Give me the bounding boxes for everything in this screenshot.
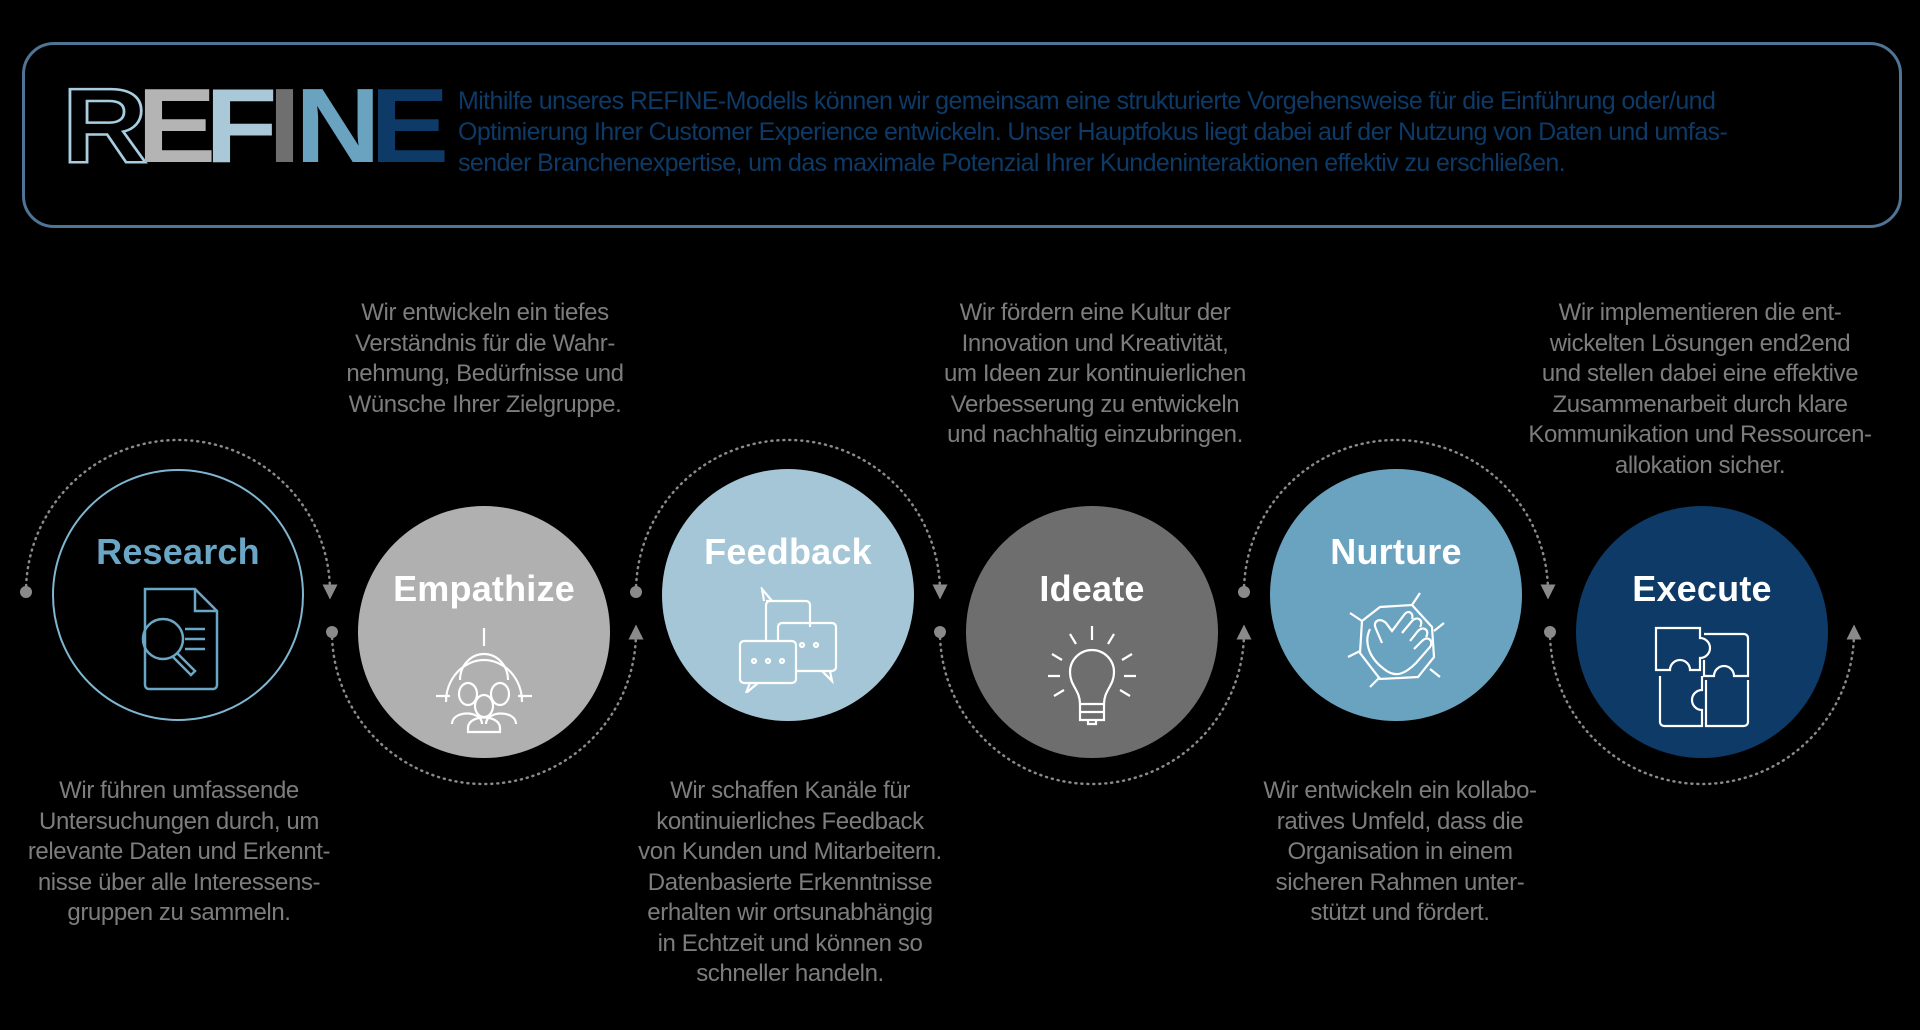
intro-line: Optimierung Ihrer Customer Experience en…: [458, 118, 1728, 146]
description-line: in Echtzeit und können so: [657, 929, 923, 957]
logo-letter-n: N: [295, 67, 381, 185]
description-line: Zusammenarbeit durch klare: [1552, 390, 1848, 418]
description-line: von Kunden und Mitarbeitern.: [638, 838, 942, 865]
intro-box: [22, 42, 1902, 228]
description-line: um Ideen zur kontinuierlichen: [944, 360, 1246, 387]
logo-letter-i: I: [268, 67, 301, 185]
connector-dot: [326, 626, 338, 638]
description-line: wickelten Lösungen end2end: [1549, 329, 1851, 357]
description-nurture: Wir entwickeln ein kollabo- ratives Umfe…: [1218, 776, 1582, 929]
connector-arc-execute: [1548, 624, 1862, 786]
step-empathize: Empathize: [358, 506, 610, 758]
description-line: Wir entwickeln ein tiefes: [361, 299, 609, 326]
description-line: Kommunikation und Ressourcen-: [1528, 421, 1872, 448]
puzzle-icon: [1650, 624, 1754, 733]
description-execute: Wir implementieren die ent- wickelten Lö…: [1500, 298, 1900, 481]
description-line: und stellen dabei eine effektive: [1541, 360, 1859, 387]
intro-line: sender Branchenexpertise, um das maximal…: [458, 149, 1566, 177]
description-research: Wir führen umfassende Untersuchungen dur…: [0, 776, 358, 929]
logo-letter-f: F: [205, 67, 278, 185]
description-line: schneller handeln.: [696, 960, 884, 987]
connector-dot: [1544, 626, 1556, 638]
step-feedback: Feedback: [662, 469, 914, 721]
description-line: und nachhaltig einzubringen.: [947, 421, 1243, 448]
chat-bubbles-icon: [736, 585, 840, 698]
description-feedback: Wir schaffen Kanäle für kontinuierliches…: [600, 776, 980, 990]
connector-arc-ideate: [938, 624, 1252, 786]
step-label: Research: [96, 531, 260, 572]
description-ideate: Wir fördern eine Kultur der Innovation u…: [905, 298, 1285, 451]
description-line: Wir schaffen Kanäle für: [670, 777, 910, 804]
description-line: erhalten wir ortsunabhängig: [647, 899, 933, 926]
description-line: sicheren Rahmen unter-: [1275, 868, 1525, 896]
description-line: Wir entwickeln ein kollabo-: [1263, 777, 1537, 804]
description-line: Organisation in einem: [1287, 838, 1513, 865]
description-line: Wir fördern eine Kultur der: [959, 299, 1231, 326]
connector-dot: [1238, 586, 1250, 598]
connector-arc-research: [24, 438, 338, 600]
description-line: ratives Umfeld, dass die: [1276, 807, 1524, 835]
connector-arc-nurture: [1242, 438, 1556, 600]
step-research: Research: [52, 469, 304, 721]
intro-line: Mithilfe unseres REFINE-Modells können w…: [458, 87, 1716, 115]
description-line: nehmung, Bedürfnisse und: [346, 360, 624, 387]
connector-dot: [20, 586, 32, 598]
description-line: relevante Daten und Erkennt-: [27, 838, 331, 865]
description-line: Wir führen umfassende: [59, 777, 299, 804]
description-line: Datenbasierte Erkenntnisse: [647, 868, 933, 896]
description-line: stützt und fördert.: [1310, 899, 1490, 926]
description-line: Untersuchungen durch, um: [39, 807, 319, 835]
description-line: Verständnis für die Wahr-: [355, 329, 615, 357]
step-label: Feedback: [704, 531, 872, 572]
description-line: nisse über alle Interessens-: [37, 868, 321, 896]
connector-dot: [630, 586, 642, 598]
lightbulb-icon: [1046, 624, 1138, 739]
refine-logo: R E F I N E: [61, 67, 450, 185]
logo-letter-e1: E: [136, 67, 216, 185]
target-group-icon: [432, 624, 536, 739]
step-nurture: Nurture: [1270, 469, 1522, 721]
step-label: Ideate: [1039, 568, 1145, 609]
logo-letter-e2: E: [370, 67, 449, 185]
step-ideate: Ideate: [966, 506, 1218, 758]
description-line: kontinuierliches Feedback: [656, 807, 924, 835]
intro-text: Mithilfe unseres REFINE-Modells können w…: [458, 86, 1878, 179]
step-label: Empathize: [393, 568, 575, 609]
connector-arc-empathize: [330, 624, 644, 786]
description-line: Wir implementieren die ent-: [1558, 299, 1842, 326]
description-empathize: Wir entwickeln ein tiefes Verständnis fü…: [310, 298, 660, 420]
description-line: Verbesserung zu entwickeln: [950, 390, 1240, 418]
description-line: Innovation und Kreativität,: [961, 329, 1229, 357]
step-label: Execute: [1632, 568, 1772, 609]
description-line: gruppen zu sammeln.: [67, 899, 291, 926]
connector-dot: [934, 626, 946, 638]
step-label: Nurture: [1330, 531, 1462, 572]
step-execute: Execute: [1576, 506, 1828, 758]
description-line: Wünsche Ihrer Zielgruppe.: [348, 390, 622, 418]
description-line: allokation sicher.: [1614, 451, 1786, 479]
document-search-icon: [133, 587, 223, 696]
logo-letter-r: R: [61, 67, 150, 185]
stacked-hands-icon: [1340, 587, 1452, 700]
connector-arc-feedback: [634, 438, 948, 600]
